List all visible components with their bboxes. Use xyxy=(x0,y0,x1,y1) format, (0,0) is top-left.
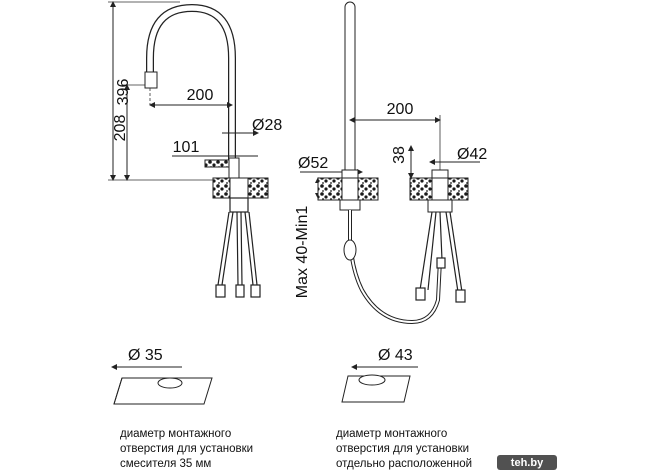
hole-right-plate xyxy=(341,375,411,403)
hole-right-caption-2: отверстия для установки xyxy=(336,443,469,455)
height-208-label: 208 xyxy=(112,115,129,142)
watermark: teh.by xyxy=(497,455,557,470)
reach-200-label: 200 xyxy=(187,87,214,104)
right-mount-nut-faucet xyxy=(339,199,361,211)
right-faucet-front-view: 200 Ø52 Ø42 38 Max 40-Min1 xyxy=(294,1,487,325)
left-mount-hole xyxy=(229,177,249,199)
hole-left-plate-edge xyxy=(113,377,123,405)
right-spout-pipe xyxy=(344,1,356,183)
left-faucet-body xyxy=(228,157,240,179)
hole-right-circle xyxy=(358,374,386,386)
hole-left-diameter-label: Ø 35 xyxy=(128,347,163,364)
hole-left-caption-3: смесителя 35 мм xyxy=(120,458,211,470)
pull-out-hose xyxy=(348,210,442,325)
left-faucet-side-view: 396 208 200 Ø28 101 xyxy=(108,1,282,298)
spout-inner xyxy=(147,5,235,160)
lever-101-label: 101 xyxy=(173,139,200,156)
left-spray-head xyxy=(144,71,158,89)
hole-right-caption-1: диаметр монтажного xyxy=(336,428,447,440)
hole-detail-left: Ø 35 диаметр монтажного отверстия для ус… xyxy=(111,347,253,470)
left-gooseneck-spout xyxy=(146,3,236,160)
right-supply-hoses xyxy=(415,211,466,303)
watermark-background xyxy=(497,455,557,470)
spout-diameter-label: Ø28 xyxy=(252,117,282,134)
hole-left-caption-2: отверстия для установки xyxy=(120,443,253,455)
hole-left-caption-1: диаметр монтажного xyxy=(120,428,231,440)
countertop-thickness-label: Max 40-Min1 xyxy=(294,206,311,299)
body-diameter-label: Ø52 xyxy=(298,155,328,172)
right-mount-hole-faucet xyxy=(341,177,359,201)
right-mount-nut-base xyxy=(427,199,453,213)
height-396-label: 396 xyxy=(115,79,132,106)
right-reach-200-label: 200 xyxy=(387,101,414,118)
base-height-38-label: 38 xyxy=(391,146,408,164)
hole-right-caption-3: отдельно расположенной xyxy=(336,458,472,470)
base-diameter-label: Ø42 xyxy=(457,146,487,163)
watermark-text: teh.by xyxy=(511,457,544,469)
hose-inner xyxy=(349,210,441,324)
hose-weight xyxy=(343,239,357,261)
right-mount-hole-base xyxy=(431,177,449,201)
left-supply-hoses xyxy=(215,197,261,298)
hole-left-circle xyxy=(157,377,183,389)
hole-right-diameter-label: Ø 43 xyxy=(378,347,413,364)
hole-detail-right: Ø 43 диаметр монтажного отверстия для ус… xyxy=(336,347,472,470)
